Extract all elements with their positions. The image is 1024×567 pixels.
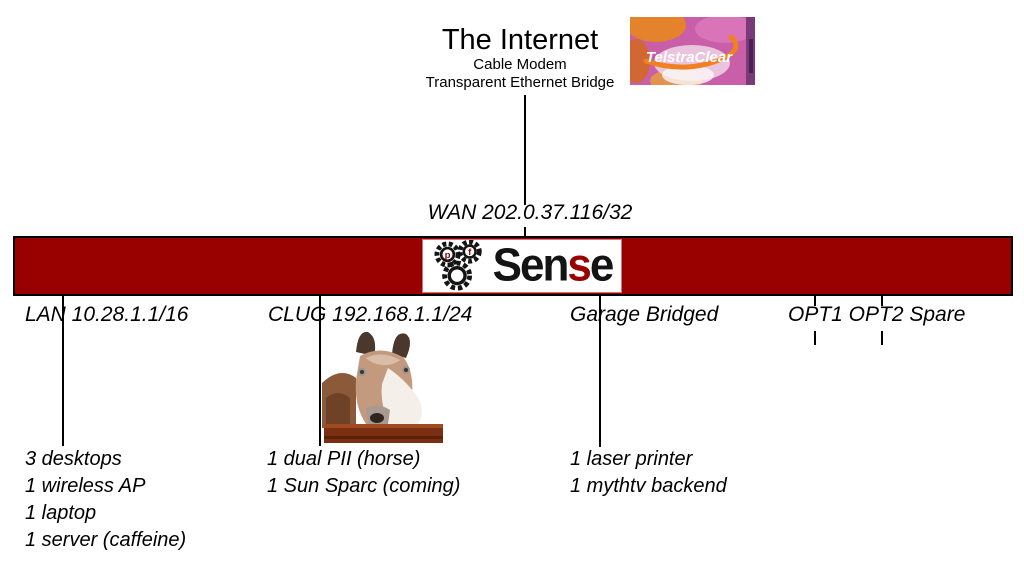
lan-interface-label: LAN 10.28.1.1/16 xyxy=(25,303,189,326)
list-item: 1 laptop xyxy=(25,502,97,524)
opt2-line-stub xyxy=(881,331,883,345)
gear-letter-f: f xyxy=(468,247,472,258)
list-item: 1 laser printer xyxy=(570,448,693,470)
wordmark-e: e xyxy=(589,239,615,292)
wan-to-firewall-line xyxy=(524,227,526,236)
garage-line xyxy=(599,296,601,447)
gear-letter-p: p xyxy=(444,250,450,261)
opt-interface-label: OPT1 OPT2 Spare xyxy=(788,303,966,326)
opt1-line-top xyxy=(814,296,816,306)
list-item: 1 wireless AP xyxy=(25,475,146,497)
internet-header: The Internet Cable Modem Transparent Eth… xyxy=(385,24,655,92)
opt1-line-stub xyxy=(814,331,816,345)
pfsense-gears-icon: p f xyxy=(434,240,482,291)
garage-interface-label: Garage Bridged xyxy=(570,303,719,326)
bridge-label: Transparent Ethernet Bridge xyxy=(425,74,615,91)
telstraclear-logo: TelstraClear xyxy=(622,8,755,93)
internet-title: The Internet xyxy=(441,24,599,56)
wan-label: WAN 202.0.37.116/32 xyxy=(427,201,633,224)
cable-modem-label: Cable Modem xyxy=(473,56,567,73)
lan-line xyxy=(62,296,64,446)
telstraclear-wordmark: TelstraClear xyxy=(646,49,733,66)
horse-photo xyxy=(322,328,445,445)
list-item: 3 desktops xyxy=(25,448,122,470)
list-item: 1 mythtv backend xyxy=(570,475,727,497)
clug-line xyxy=(319,296,321,446)
garage-device-list: 1 laser printer 1 mythtv backend xyxy=(570,446,727,500)
wordmark-s: s xyxy=(567,239,592,292)
wordmark-sen: Sen xyxy=(492,239,570,292)
list-item: 1 server (caffeine) xyxy=(25,529,187,551)
clug-device-list: 1 dual PII (horse) 1 Sun Sparc (coming) xyxy=(267,446,460,500)
pfsense-wordmark: Sense xyxy=(492,239,615,292)
opt2-line-top xyxy=(881,296,883,306)
clug-interface-label: CLUG 192.168.1.1/24 xyxy=(268,303,473,326)
list-item: 1 Sun Sparc (coming) xyxy=(267,475,461,497)
lan-device-list: 3 desktops 1 wireless AP 1 laptop 1 serv… xyxy=(25,446,186,554)
list-item: 1 dual PII (horse) xyxy=(267,448,421,470)
pfsense-logo: p f Sense xyxy=(422,239,622,293)
internet-to-wan-line xyxy=(524,95,526,205)
